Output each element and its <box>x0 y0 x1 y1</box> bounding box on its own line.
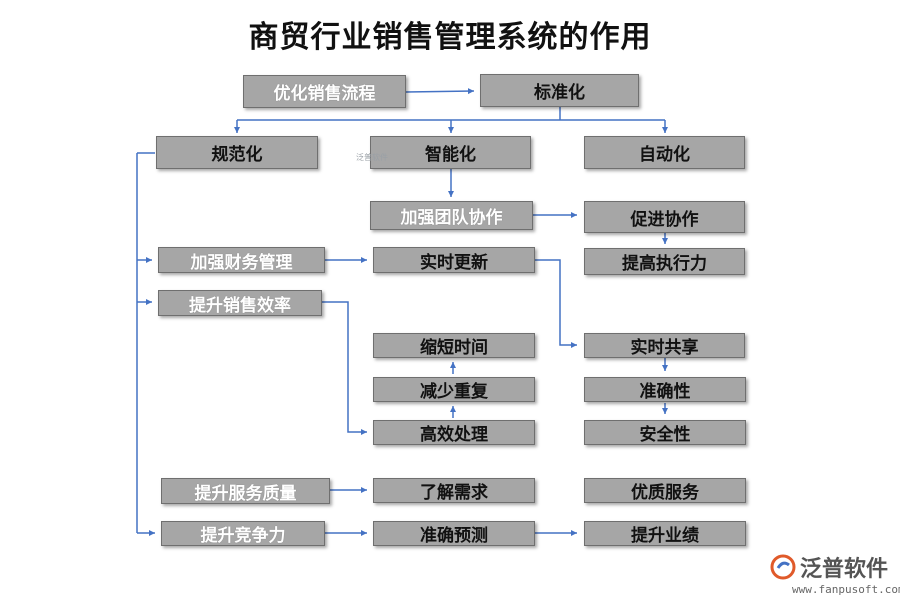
node-accuracy: 准确性 <box>584 377 746 402</box>
node-understand-needs: 了解需求 <box>373 478 535 503</box>
node-shorten-time: 缩短时间 <box>373 333 535 358</box>
node-service-quality: 提升服务质量 <box>161 478 330 504</box>
node-regularize: 规范化 <box>156 136 318 169</box>
logo-url: www.fanpusoft.com <box>792 583 900 596</box>
node-reduce-repeat: 减少重复 <box>373 377 535 402</box>
logo-icon <box>770 554 796 580</box>
diagram-title: 商贸行业销售管理系统的作用 <box>248 20 652 55</box>
node-realtime-share: 实时共享 <box>584 333 745 358</box>
node-automation: 自动化 <box>584 136 745 169</box>
node-efficient-process: 高效处理 <box>373 420 535 445</box>
watermark-text: 泛普软件 <box>356 153 388 162</box>
node-performance: 提升业绩 <box>584 521 746 546</box>
node-finance: 加强财务管理 <box>158 247 325 273</box>
node-execution: 提高执行力 <box>584 248 745 275</box>
node-security: 安全性 <box>584 420 746 445</box>
node-competitiveness: 提升竞争力 <box>161 521 325 546</box>
node-team-collab: 加强团队协作 <box>370 201 533 230</box>
node-quality-service: 优质服务 <box>584 478 746 503</box>
node-promote-collab: 促进协作 <box>584 201 745 233</box>
node-accurate-forecast: 准确预测 <box>373 521 535 546</box>
node-realtime-update: 实时更新 <box>373 247 535 273</box>
node-optimize-flow: 优化销售流程 <box>243 75 406 108</box>
node-sales-efficiency: 提升销售效率 <box>158 290 322 316</box>
logo-name: 泛普软件 <box>800 557 889 582</box>
brand-logo: 泛普软件 <box>770 552 888 582</box>
node-intelligent: 智能化 <box>370 136 531 169</box>
node-standardize: 标准化 <box>480 74 639 107</box>
